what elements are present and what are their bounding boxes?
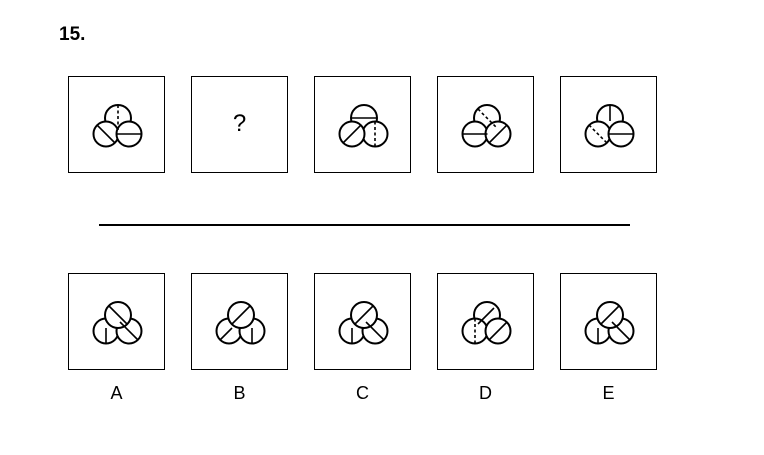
divider-line [99,224,630,226]
missing-marker: ? [232,109,247,137]
sequence-figure-4 [437,76,534,173]
option-c[interactable] [314,273,411,370]
option-d-label: D [479,383,492,403]
sequence-figure-3 [314,76,411,173]
option-e-label: E [602,383,615,403]
sequence-figure-1 [68,76,165,173]
three-circles-figure-1 [92,104,143,148]
option-a-label: A [110,383,123,403]
option-c-figure [338,301,389,345]
option-b-figure [215,301,266,345]
sequence-missing-box: ? [191,76,288,173]
option-d-figure [461,301,512,345]
option-a-figure [92,301,143,345]
question-number: 15. [59,24,86,45]
option-c-label: C [356,383,369,403]
three-circles-figure-5 [584,104,635,148]
sequence-figure-5 [560,76,657,173]
option-d[interactable] [437,273,534,370]
option-b-label: B [233,383,246,403]
three-circles-figure-3 [338,104,389,148]
option-e-figure [584,301,635,345]
option-b[interactable] [191,273,288,370]
three-circles-figure-4 [461,104,512,148]
option-a[interactable] [68,273,165,370]
option-e[interactable] [560,273,657,370]
